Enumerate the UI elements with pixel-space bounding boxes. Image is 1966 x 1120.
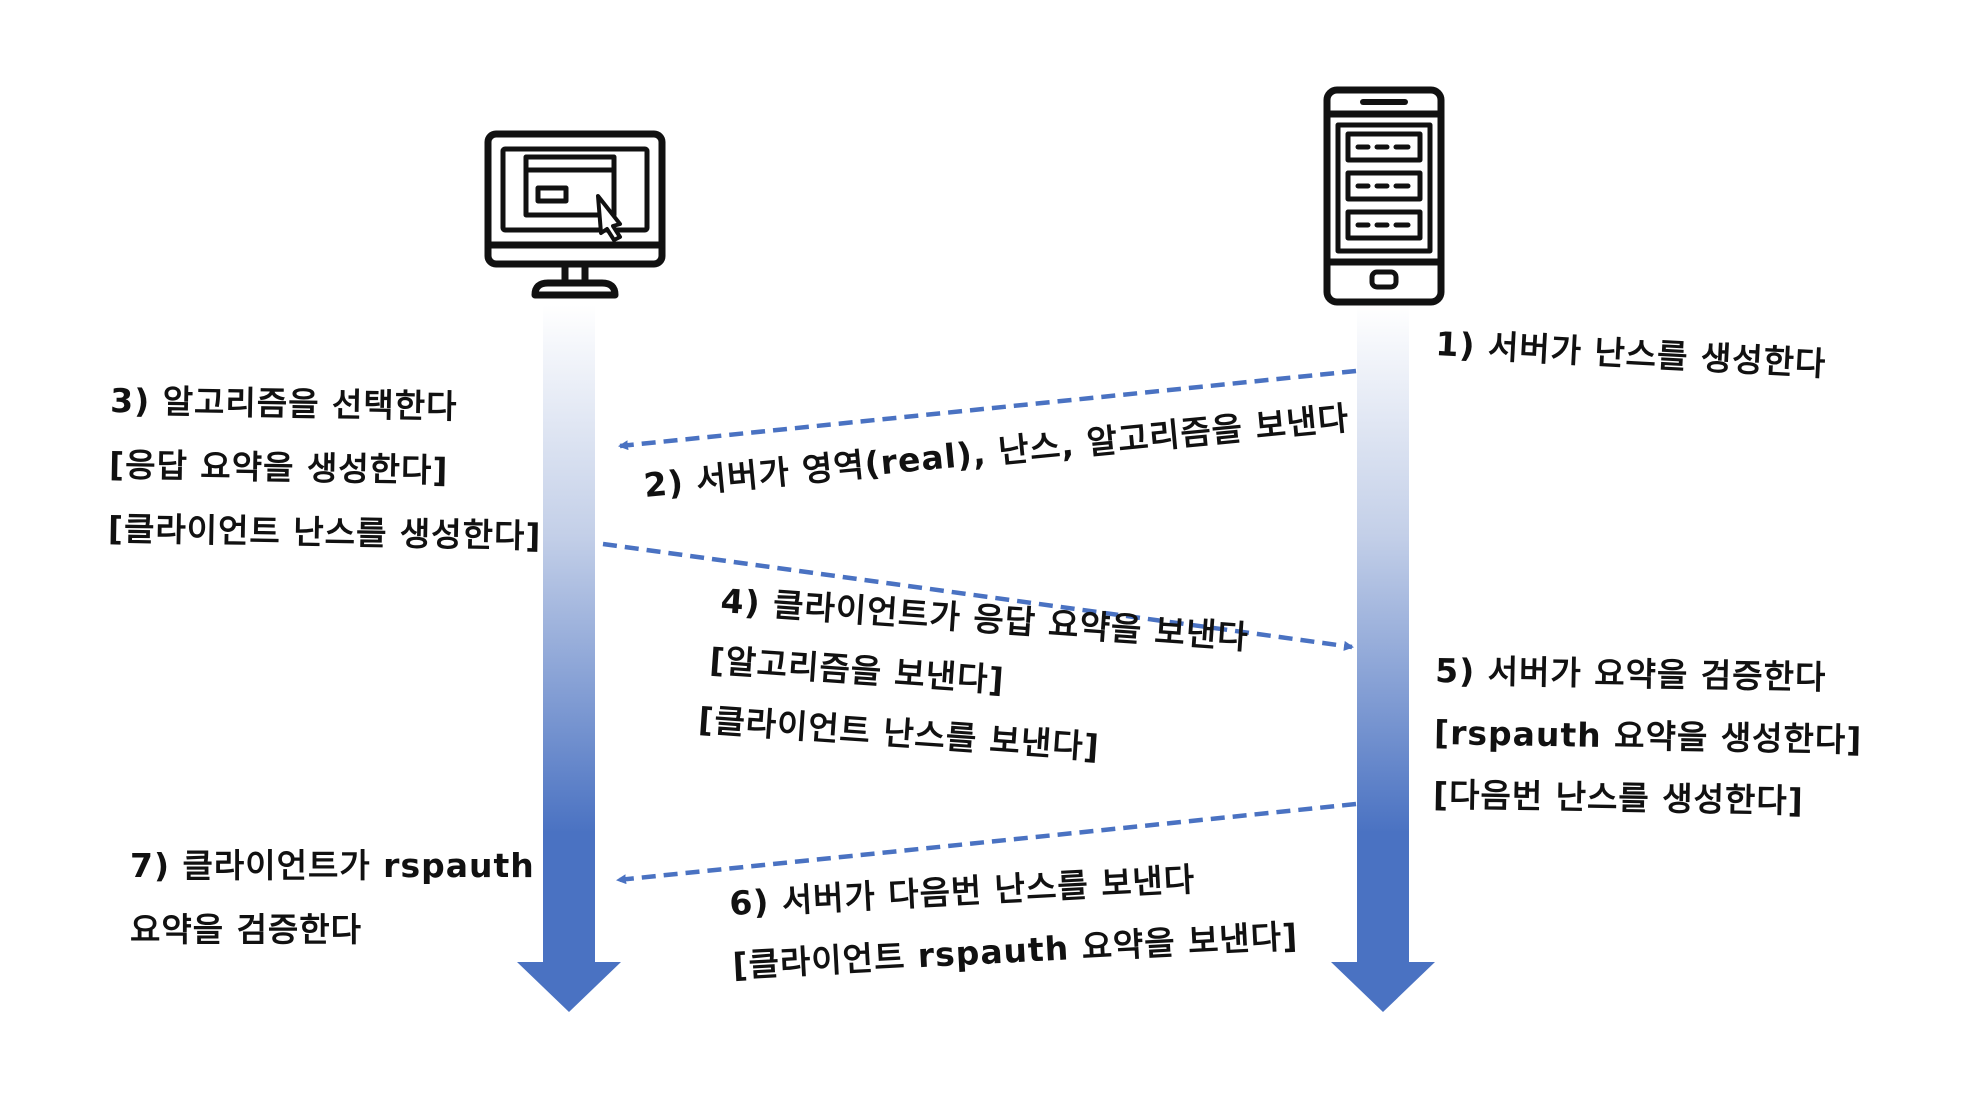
client-lifeline: [517, 305, 621, 1012]
step-4-label: 4) 클라이언트가 응답 요약을 보낸다 [알고리즘을 보낸다] [클라이언트 …: [697, 580, 1262, 777]
step-2-label: 2) 서버가 영역(real), 난스, 알고리즘을 보낸다: [642, 398, 1351, 505]
message-arrow-6: [616, 801, 1357, 885]
desktop-computer-icon: [484, 130, 666, 299]
step-7-label: 7) 클라이언트가 rspauth 요약을 검증한다: [130, 846, 547, 949]
step-3-label: 3) 알고리즘을 선택한다 [응답 요약을 생성한다] [클라이언트 난스를 생…: [108, 381, 544, 556]
server-mobile-icon: [1323, 86, 1445, 306]
server-lifeline: [1331, 305, 1435, 1012]
message-arrow-4: [602, 541, 1354, 651]
message-arrow-2: [618, 368, 1357, 451]
step-6-label: 6) 서버가 다음번 난스를 보낸다 [클라이언트 rspauth 요약을 보낸…: [728, 854, 1299, 984]
step-1-label: 1) 서버가 난스를 생성한다: [1435, 324, 1828, 383]
step-5-label: 5) 서버가 요약을 검증한다 [rspauth 요약을 생성한다] [다음번 …: [1433, 651, 1877, 822]
